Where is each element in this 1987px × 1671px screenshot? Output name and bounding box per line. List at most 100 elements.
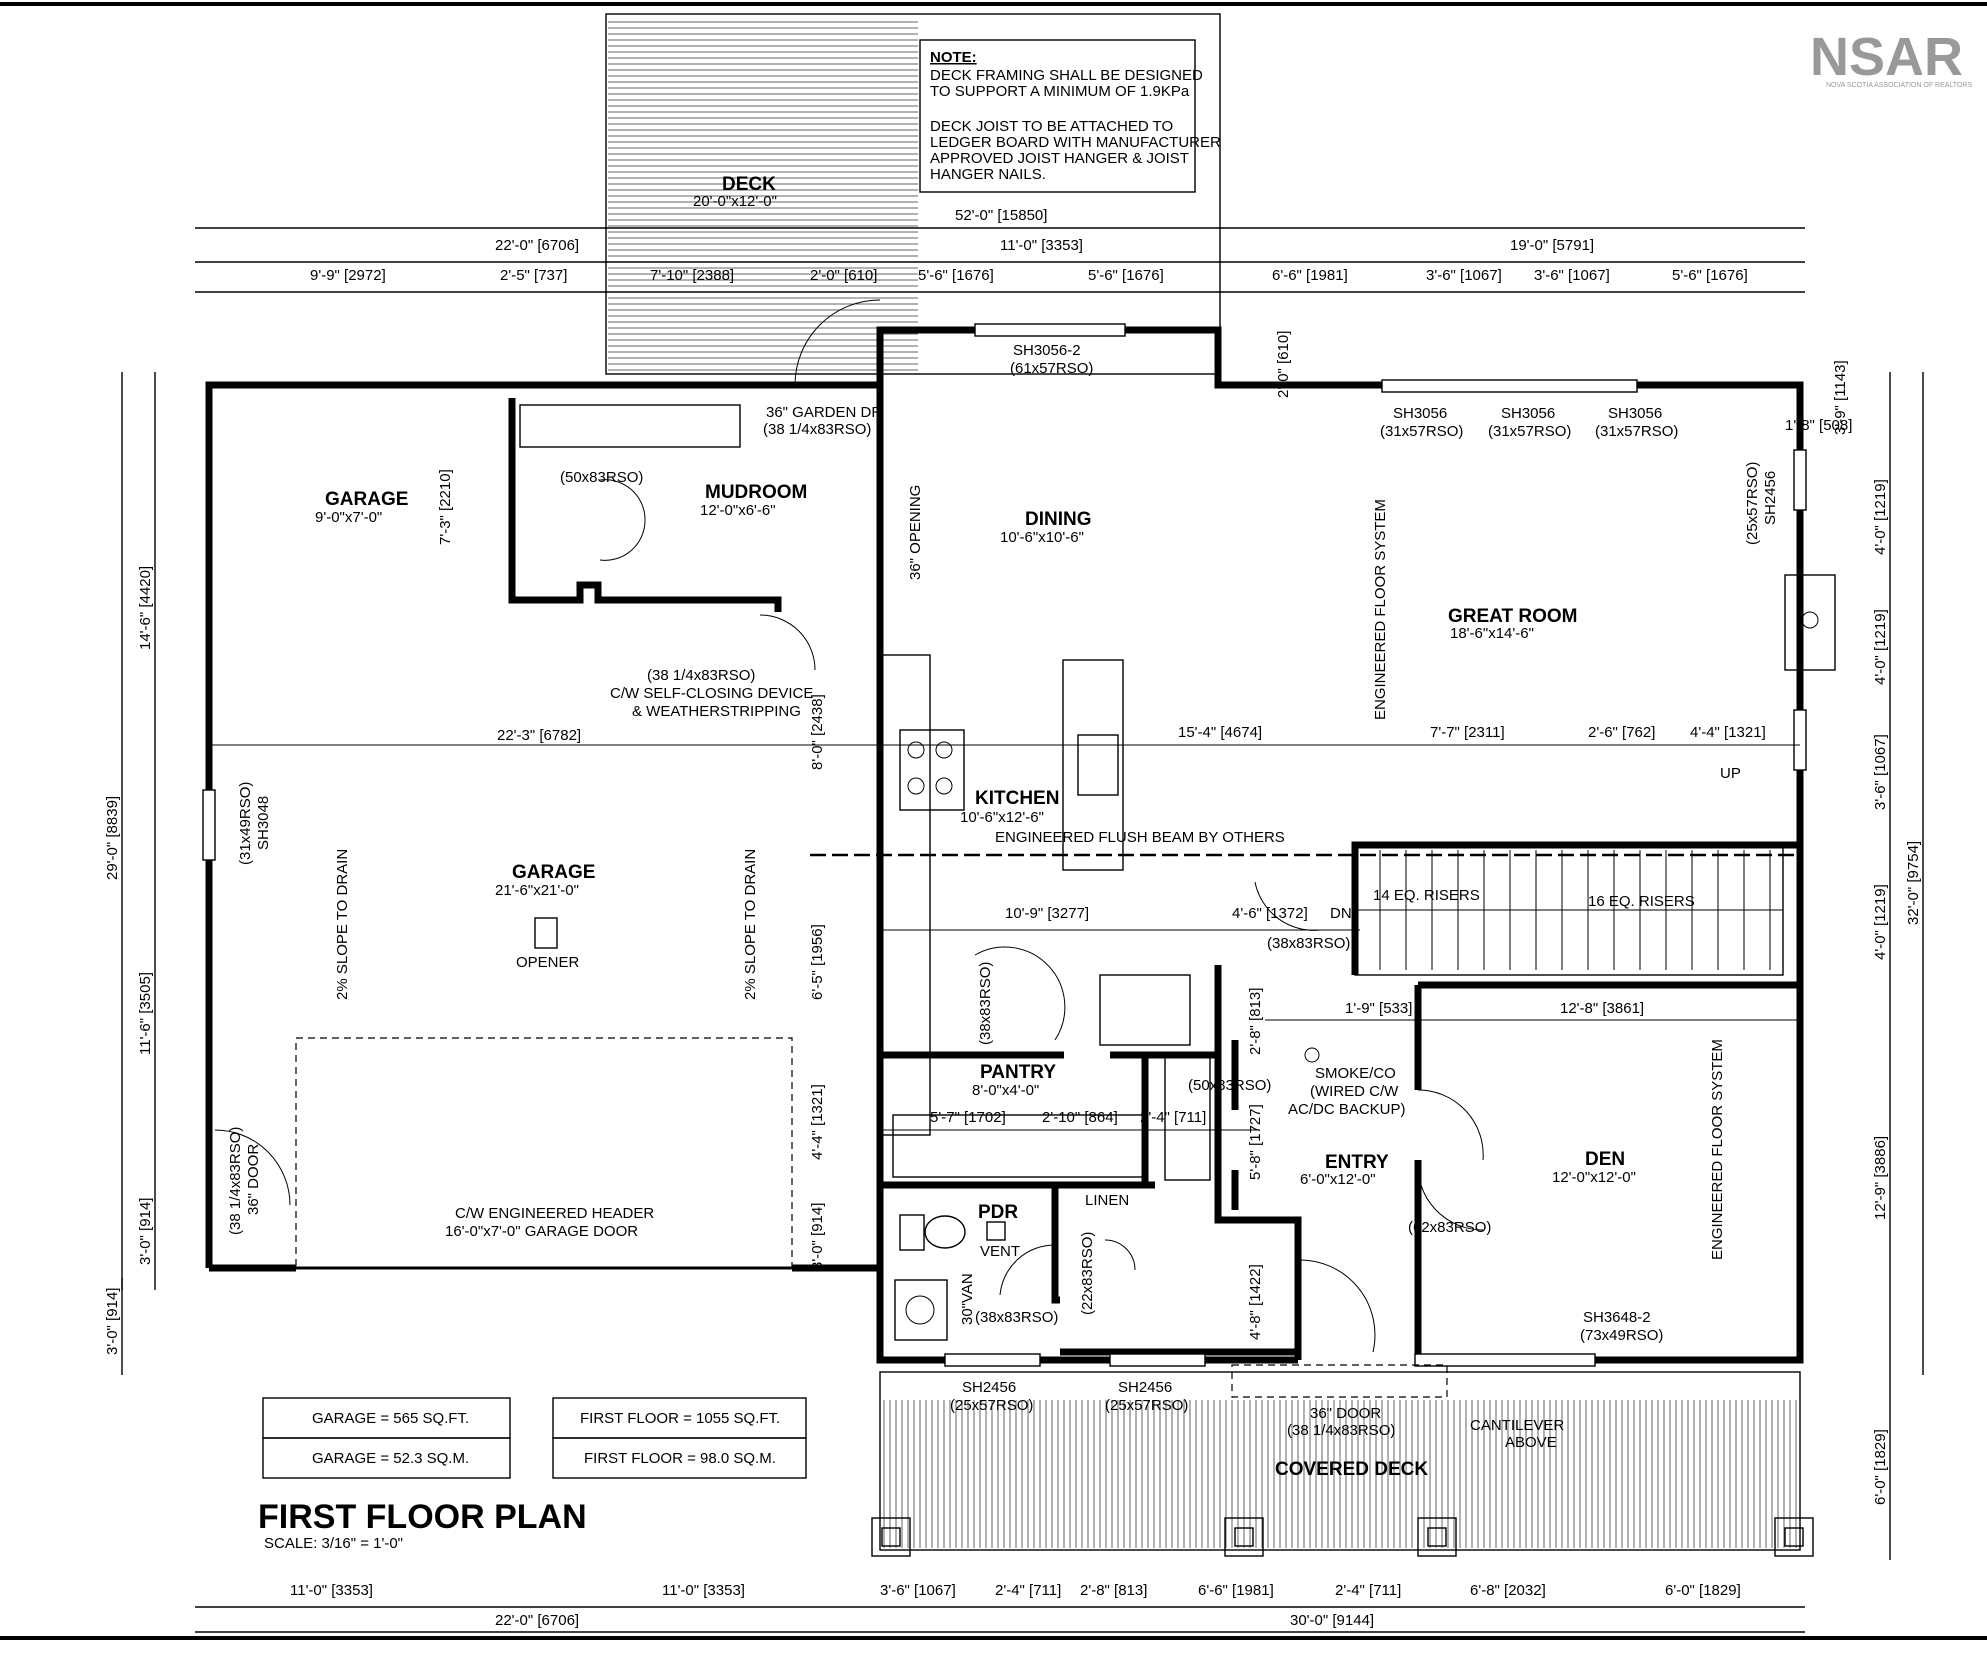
svg-text:LEDGER BOARD WITH MANUFACTURER: LEDGER BOARD WITH MANUFACTURER: [930, 134, 1221, 151]
svg-text:3'-9" [1143]: 3'-9" [1143]: [1832, 360, 1849, 435]
svg-text:(62x83RSO): (62x83RSO): [1408, 1219, 1491, 1236]
annotations: 36" GARDEN DR (38 1/4x83RSO) 36" OPENING…: [227, 342, 1779, 1451]
sink: [1077, 734, 1119, 796]
plan-title-block: FIRST FLOOR PLAN SCALE: 3/16" = 1'-0": [258, 1498, 587, 1552]
svg-text:(25x57RSO): (25x57RSO): [1105, 1397, 1188, 1414]
svg-text:1'-9" [533]: 1'-9" [533]: [1345, 1000, 1412, 1017]
plan-scale: SCALE: 3/16" = 1'-0": [264, 1535, 403, 1552]
svg-text:LINEN: LINEN: [1085, 1192, 1129, 1209]
svg-text:12'-9" [3886]: 12'-9" [3886]: [1872, 1136, 1889, 1220]
svg-text:C/W SELF-CLOSING DEVICE: C/W SELF-CLOSING DEVICE: [610, 685, 813, 702]
garage-door-swing-zone: [295, 1037, 793, 1269]
svg-text:3'-6" [1067]: 3'-6" [1067]: [1426, 267, 1502, 284]
svg-text:7'-3" [2210]: 7'-3" [2210]: [437, 469, 454, 545]
svg-text:4'-4" [1321]: 4'-4" [1321]: [809, 1084, 826, 1160]
svg-text:5'-6" [1676]: 5'-6" [1676]: [1672, 267, 1748, 284]
svg-text:4'-0" [1219]: 4'-0" [1219]: [1872, 884, 1889, 960]
svg-text:(31x57RSO): (31x57RSO): [1380, 423, 1463, 440]
svg-text:2'-4" [711]: 2'-4" [711]: [1335, 1582, 1401, 1599]
svg-text:OPENER: OPENER: [516, 954, 580, 971]
svg-text:SH2456: SH2456: [1762, 471, 1779, 525]
svg-text:6'-0" [1829]: 6'-0" [1829]: [1872, 1429, 1889, 1505]
deck-size: 20'-0"x12'-0": [693, 193, 777, 210]
svg-text:MUDROOM: MUDROOM: [705, 482, 807, 503]
top-dimensions: [195, 227, 1805, 293]
svg-text:GARAGE = 565 SQ.FT.: GARAGE = 565 SQ.FT.: [312, 1410, 469, 1427]
svg-text:10'-6"x10'-6": 10'-6"x10'-6": [1000, 529, 1084, 546]
svg-text:DECK FRAMING SHALL BE DESIGNED: DECK FRAMING SHALL BE DESIGNED: [930, 67, 1203, 84]
svg-text:10'-9" [3277]: 10'-9" [3277]: [1005, 905, 1089, 922]
svg-text:12'-0"x6'-6": 12'-0"x6'-6": [700, 502, 776, 519]
svg-text:4'-0" [1219]: 4'-0" [1219]: [1872, 609, 1889, 685]
svg-text:7'-10" [2388]: 7'-10" [2388]: [650, 267, 734, 284]
svg-text:GREAT ROOM: GREAT ROOM: [1448, 606, 1577, 627]
svg-text:4'-0" [1219]: 4'-0" [1219]: [1872, 479, 1889, 555]
svg-text:6'-8" [2032]: 6'-8" [2032]: [1470, 1582, 1546, 1599]
svg-text:3'-0" [914]: 3'-0" [914]: [137, 1198, 154, 1265]
bottom-dimension-lines: [195, 1606, 1805, 1633]
svg-text:3'-6" [1067]: 3'-6" [1067]: [1872, 734, 1889, 810]
svg-text:SH3056-2: SH3056-2: [1013, 342, 1081, 359]
svg-text:11'-0" [3353]: 11'-0" [3353]: [1000, 237, 1083, 254]
svg-text:(38 1/4x83RSO): (38 1/4x83RSO): [763, 421, 871, 438]
svg-text:22'-3" [6782]: 22'-3" [6782]: [497, 727, 581, 744]
svg-text:2'-0" [610]: 2'-0" [610]: [1275, 331, 1292, 398]
svg-text:(38 1/4x83RSO): (38 1/4x83RSO): [1287, 1422, 1395, 1439]
svg-text:36" DOOR: 36" DOOR: [1310, 1405, 1381, 1422]
deck-note: NOTE: DECK FRAMING SHALL BE DESIGNED TO …: [919, 39, 1221, 193]
svg-text:(50x83RSO): (50x83RSO): [1188, 1077, 1271, 1094]
svg-text:16 EQ. RISERS: 16 EQ. RISERS: [1588, 893, 1695, 910]
svg-text:30"VAN: 30"VAN: [959, 1273, 976, 1325]
svg-text:& WEATHERSTRIPPING: & WEATHERSTRIPPING: [632, 703, 801, 720]
svg-text:8'-0"x4'-0": 8'-0"x4'-0": [972, 1082, 1039, 1099]
svg-text:SH2456: SH2456: [962, 1379, 1016, 1396]
svg-text:DN: DN: [1330, 905, 1352, 922]
svg-text:3'-0" [914]: 3'-0" [914]: [809, 1203, 826, 1270]
svg-text:11'-0" [3353]: 11'-0" [3353]: [290, 1582, 373, 1599]
svg-text:DEN: DEN: [1585, 1149, 1625, 1170]
svg-text:2'-10" [864]: 2'-10" [864]: [1042, 1109, 1118, 1126]
svg-text:32'-0" [9754]: 32'-0" [9754]: [1905, 841, 1922, 925]
svg-text:(31x57RSO): (31x57RSO): [1595, 423, 1678, 440]
covered-deck: COVERED DECK: [871, 1364, 1814, 1557]
svg-text:6'-0"x12'-0": 6'-0"x12'-0": [1300, 1171, 1376, 1188]
svg-text:VENT: VENT: [980, 1243, 1020, 1260]
svg-text:UP: UP: [1720, 765, 1741, 782]
svg-text:5'-7" [1702]: 5'-7" [1702]: [930, 1109, 1006, 1126]
svg-text:3'-6" [1067]: 3'-6" [1067]: [1534, 267, 1610, 284]
svg-text:14'-6" [4420]: 14'-6" [4420]: [137, 566, 154, 650]
svg-text:(38 1/4x83RSO): (38 1/4x83RSO): [227, 1127, 244, 1235]
mudroom-bench: [519, 404, 741, 448]
svg-text:2'-6" [762]: 2'-6" [762]: [1588, 724, 1655, 741]
dim-top-overall: 52'-0" [15850]: [955, 207, 1047, 224]
interior-walls: [508, 398, 1800, 1360]
deck-name: DECK: [722, 174, 776, 195]
powder-room-fixtures: [894, 1214, 1006, 1341]
svg-text:9'-9" [2972]: 9'-9" [2972]: [310, 267, 386, 284]
svg-text:(38x83RSO): (38x83RSO): [1267, 935, 1350, 952]
svg-text:DINING: DINING: [1025, 509, 1092, 530]
svg-text:4'-6" [1372]: 4'-6" [1372]: [1232, 905, 1308, 922]
svg-text:AC/DC BACKUP): AC/DC BACKUP): [1288, 1101, 1406, 1118]
svg-text:(61x57RSO): (61x57RSO): [1010, 360, 1093, 377]
svg-text:2'-8" [813]: 2'-8" [813]: [1080, 1582, 1147, 1599]
svg-text:SH2456: SH2456: [1118, 1379, 1172, 1396]
svg-text:APPROVED JOIST HANGER & JOIST: APPROVED JOIST HANGER & JOIST: [930, 150, 1189, 167]
svg-text:ENGINEERED FLOOR SYSTEM: ENGINEERED FLOOR SYSTEM: [1709, 1039, 1726, 1260]
svg-text:1'-8" [508]: 1'-8" [508]: [1785, 417, 1852, 434]
svg-text:NSAR: NSAR: [1810, 27, 1963, 87]
svg-text:PDR: PDR: [978, 1202, 1018, 1223]
pantry-shelves: [892, 1114, 1144, 1178]
rear-deck: DECK 20'-0"x12'-0": [605, 13, 1221, 375]
svg-text:ENTRY: ENTRY: [1325, 1152, 1389, 1173]
svg-text:FIRST FLOOR = 98.0 SQ.M.: FIRST FLOOR = 98.0 SQ.M.: [584, 1450, 776, 1467]
closet-shelf: [1099, 974, 1191, 1046]
svg-text:TO SUPPORT A MINIMUM OF 1.9KPa: TO SUPPORT A MINIMUM OF 1.9KPa: [930, 83, 1190, 100]
svg-text:(22x83RSO): (22x83RSO): [1079, 1232, 1096, 1315]
svg-text:(25x57RSO): (25x57RSO): [950, 1397, 1033, 1414]
svg-text:PANTRY: PANTRY: [980, 1062, 1056, 1083]
svg-text:SH3056: SH3056: [1393, 405, 1447, 422]
svg-text:FIRST FLOOR = 1055 SQ.FT.: FIRST FLOOR = 1055 SQ.FT.: [580, 1410, 780, 1427]
svg-text:ABOVE: ABOVE: [1505, 1434, 1557, 1451]
svg-text:6'-6" [1981]: 6'-6" [1981]: [1272, 267, 1348, 284]
